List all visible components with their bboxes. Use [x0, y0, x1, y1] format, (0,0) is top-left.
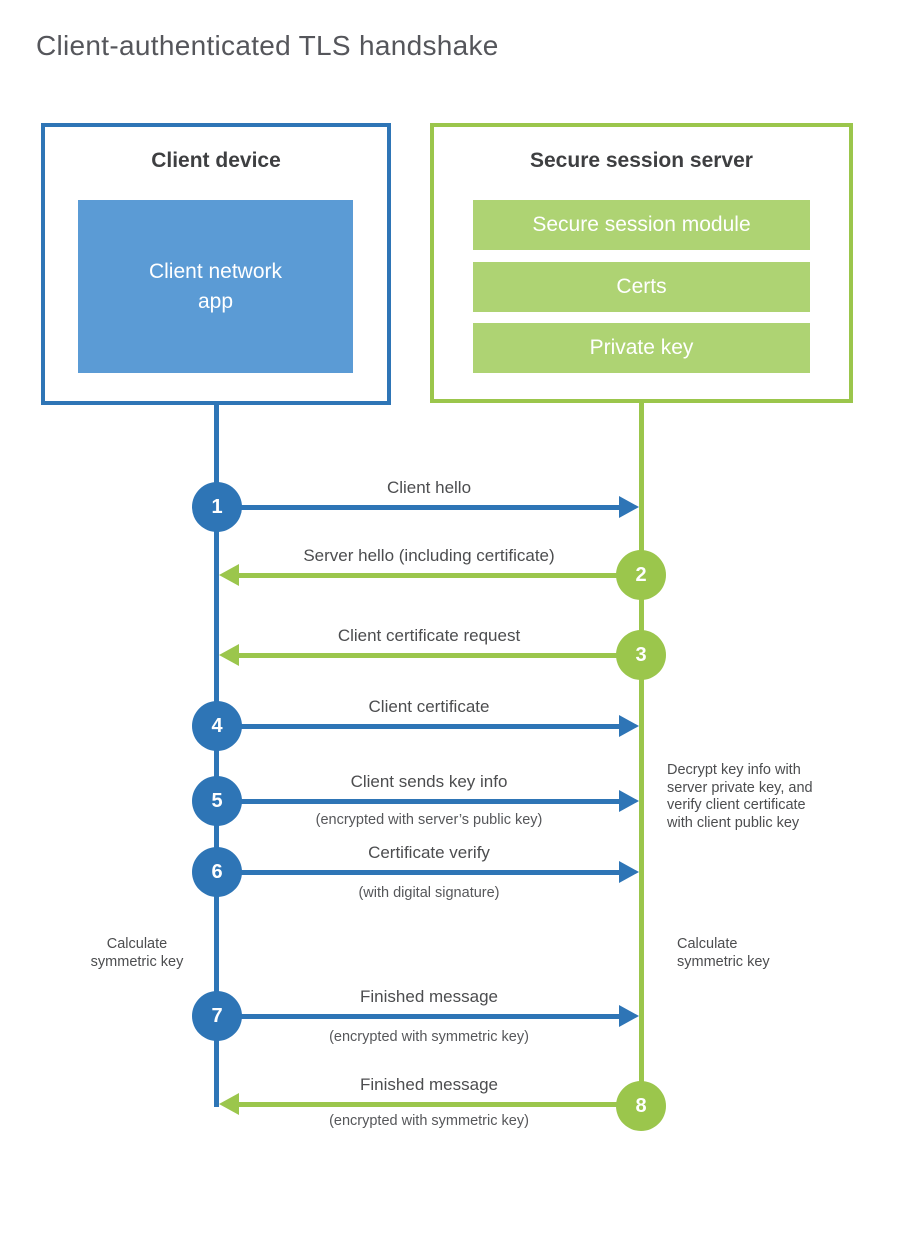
- step-number-circle: 3: [616, 630, 666, 680]
- message-arrow-line: [238, 653, 641, 658]
- step-number-circle: 5: [192, 776, 242, 826]
- message-label: Client certificate: [368, 697, 490, 716]
- step-number-circle: 8: [616, 1081, 666, 1131]
- step-number-circle: 4: [192, 701, 242, 751]
- page-title: Client-authenticated TLS handshake: [36, 30, 499, 61]
- server-lifeline: [639, 403, 644, 1106]
- message-sublabel: (with digital signature): [358, 885, 500, 901]
- message-sublabel: (encrypted with server’s public key): [315, 812, 543, 828]
- message-arrow-line: [238, 1102, 641, 1107]
- client-network-app-box: Client network app: [78, 200, 353, 373]
- message-sublabel: (encrypted with symmetric key): [329, 1113, 529, 1129]
- client-device-box: Client device Client network app: [41, 123, 391, 405]
- step-number-circle: 2: [616, 550, 666, 600]
- message-arrow-line: [217, 724, 620, 729]
- client-lifeline: [214, 405, 219, 1107]
- message-arrow-line: [217, 870, 620, 875]
- arrowhead-left-icon: [219, 564, 239, 586]
- message-label: Certificate verify: [368, 843, 490, 862]
- message-label: Client sends key info: [350, 772, 508, 791]
- arrowhead-right-icon: [619, 1005, 639, 1027]
- secure-session-server-box: Secure session server Secure session mod…: [430, 123, 853, 403]
- message-label: Client certificate request: [337, 626, 521, 645]
- message-sublabel: (encrypted with symmetric key): [329, 1029, 529, 1045]
- server-module-certs: Certs: [473, 262, 810, 312]
- message-label: Client hello: [386, 478, 472, 497]
- step-number-circle: 7: [192, 991, 242, 1041]
- server-module-private-key: Private key: [473, 323, 810, 373]
- client-device-heading: Client device: [151, 149, 281, 172]
- note-calculate-symmetric-key-client: Calculate symmetric key: [90, 936, 184, 970]
- arrowhead-right-icon: [619, 790, 639, 812]
- arrowhead-left-icon: [219, 644, 239, 666]
- arrowhead-right-icon: [619, 715, 639, 737]
- message-arrow-line: [217, 505, 620, 510]
- arrowhead-right-icon: [619, 861, 639, 883]
- message-label: Finished message: [360, 1075, 498, 1094]
- message-arrow-line: [217, 799, 620, 804]
- arrowhead-left-icon: [219, 1093, 239, 1115]
- arrowhead-right-icon: [619, 496, 639, 518]
- secure-session-server-heading: Secure session server: [530, 149, 753, 172]
- step-number-circle: 6: [192, 847, 242, 897]
- note-calculate-symmetric-key-server: Calculate symmetric key: [677, 936, 770, 970]
- note-decrypt-key-info: Decrypt key info with server private key…: [667, 762, 813, 831]
- message-arrow-line: [217, 1014, 620, 1019]
- message-label: Finished message: [360, 987, 498, 1006]
- server-module-secure-session: Secure session module: [473, 200, 810, 250]
- message-label: Server hello (including certificate): [303, 546, 555, 565]
- message-arrow-line: [238, 573, 641, 578]
- step-number-circle: 1: [192, 482, 242, 532]
